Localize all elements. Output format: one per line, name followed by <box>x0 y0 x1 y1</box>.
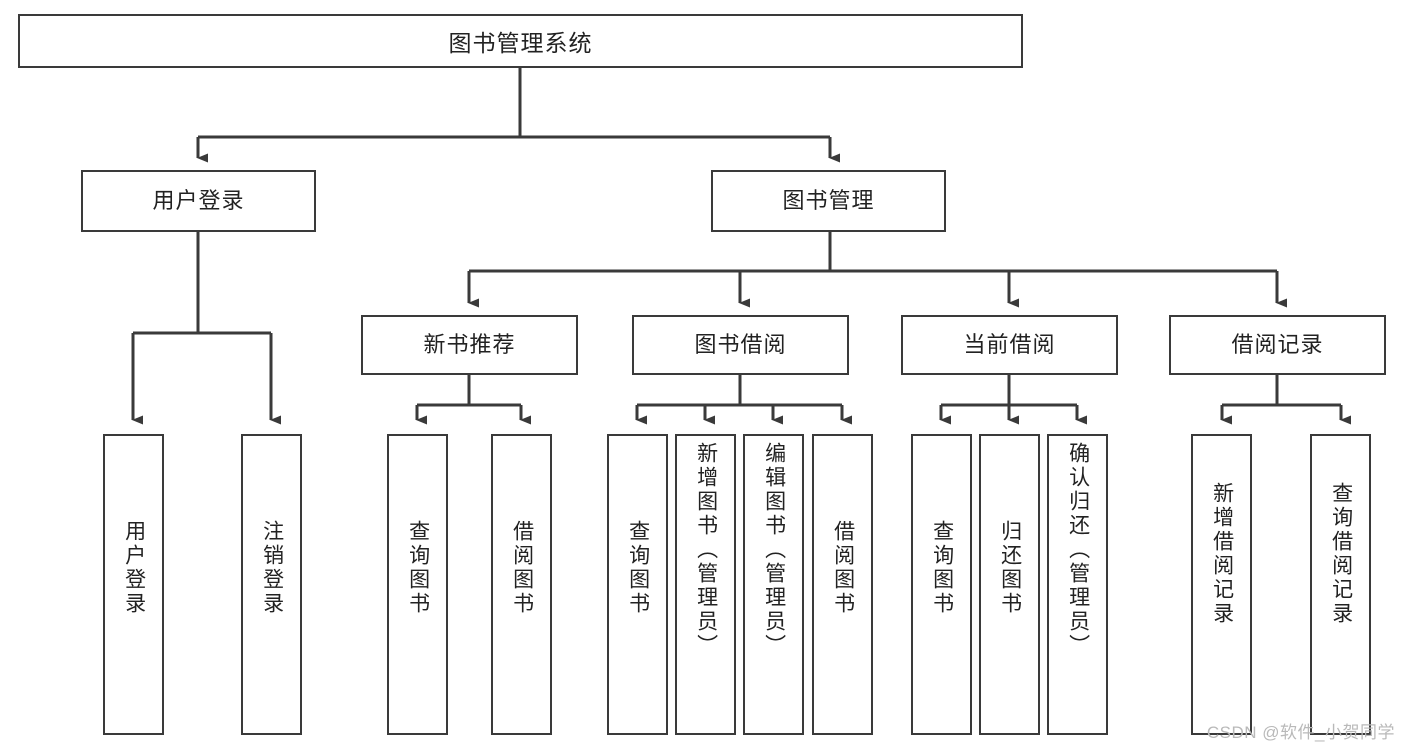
node-book-management[interactable]: 图书管理 <box>711 170 946 232</box>
node-user-login-label: 用户登录 <box>152 187 245 213</box>
leaf-newbook-borrow-label: 借阅图书 <box>510 520 534 616</box>
leaf-borrow-edit-book[interactable]: 编辑图书（管理员） <box>743 434 804 735</box>
leaf-user-login[interactable]: 用户登录 <box>103 434 164 735</box>
leaf-user-login-label: 用户登录 <box>122 520 146 616</box>
node-book-borrow-label: 图书借阅 <box>694 331 787 357</box>
leaf-records-add-label: 新增借阅记录 <box>1210 482 1234 626</box>
leaf-user-logout-label: 注销登录 <box>260 520 284 616</box>
node-new-book-recommend-label: 新书推荐 <box>423 331 516 357</box>
node-user-login[interactable]: 用户登录 <box>81 170 316 232</box>
leaf-newbook-query[interactable]: 查询图书 <box>387 434 448 735</box>
leaf-current-return-label: 归还图书 <box>998 520 1022 616</box>
leaf-borrow-query-label: 查询图书 <box>626 520 650 616</box>
node-borrow-records[interactable]: 借阅记录 <box>1169 315 1386 375</box>
node-borrow-records-label: 借阅记录 <box>1231 331 1324 357</box>
leaf-borrow-add-book-label: 新增图书（管理员） <box>694 442 718 658</box>
node-book-management-label: 图书管理 <box>782 187 875 213</box>
node-current-borrow[interactable]: 当前借阅 <box>901 315 1118 375</box>
node-book-borrow[interactable]: 图书借阅 <box>632 315 849 375</box>
leaf-borrow-edit-book-label: 编辑图书（管理员） <box>762 442 786 658</box>
leaf-user-logout[interactable]: 注销登录 <box>241 434 302 735</box>
leaf-borrow-query[interactable]: 查询图书 <box>607 434 668 735</box>
leaf-current-query-label: 查询图书 <box>930 520 954 616</box>
node-root[interactable]: 图书管理系统 <box>18 14 1023 68</box>
leaf-records-query[interactable]: 查询借阅记录 <box>1310 434 1371 735</box>
leaf-borrow-borrow-book[interactable]: 借阅图书 <box>812 434 873 735</box>
leaf-records-query-label: 查询借阅记录 <box>1329 482 1353 626</box>
leaf-records-add[interactable]: 新增借阅记录 <box>1191 434 1252 735</box>
leaf-borrow-borrow-book-label: 借阅图书 <box>831 520 855 616</box>
leaf-current-confirm-return-label: 确认归还（管理员） <box>1066 442 1090 658</box>
node-root-label: 图书管理系统 <box>448 30 593 56</box>
leaf-newbook-query-label: 查询图书 <box>406 520 430 616</box>
node-new-book-recommend[interactable]: 新书推荐 <box>361 315 578 375</box>
leaf-current-query[interactable]: 查询图书 <box>911 434 972 735</box>
leaf-current-confirm-return[interactable]: 确认归还（管理员） <box>1047 434 1108 735</box>
leaf-borrow-add-book[interactable]: 新增图书（管理员） <box>675 434 736 735</box>
node-current-borrow-label: 当前借阅 <box>963 331 1056 357</box>
leaf-current-return[interactable]: 归还图书 <box>979 434 1040 735</box>
leaf-newbook-borrow[interactable]: 借阅图书 <box>491 434 552 735</box>
watermark: CSDN @软件_小贺同学 <box>1206 723 1395 742</box>
